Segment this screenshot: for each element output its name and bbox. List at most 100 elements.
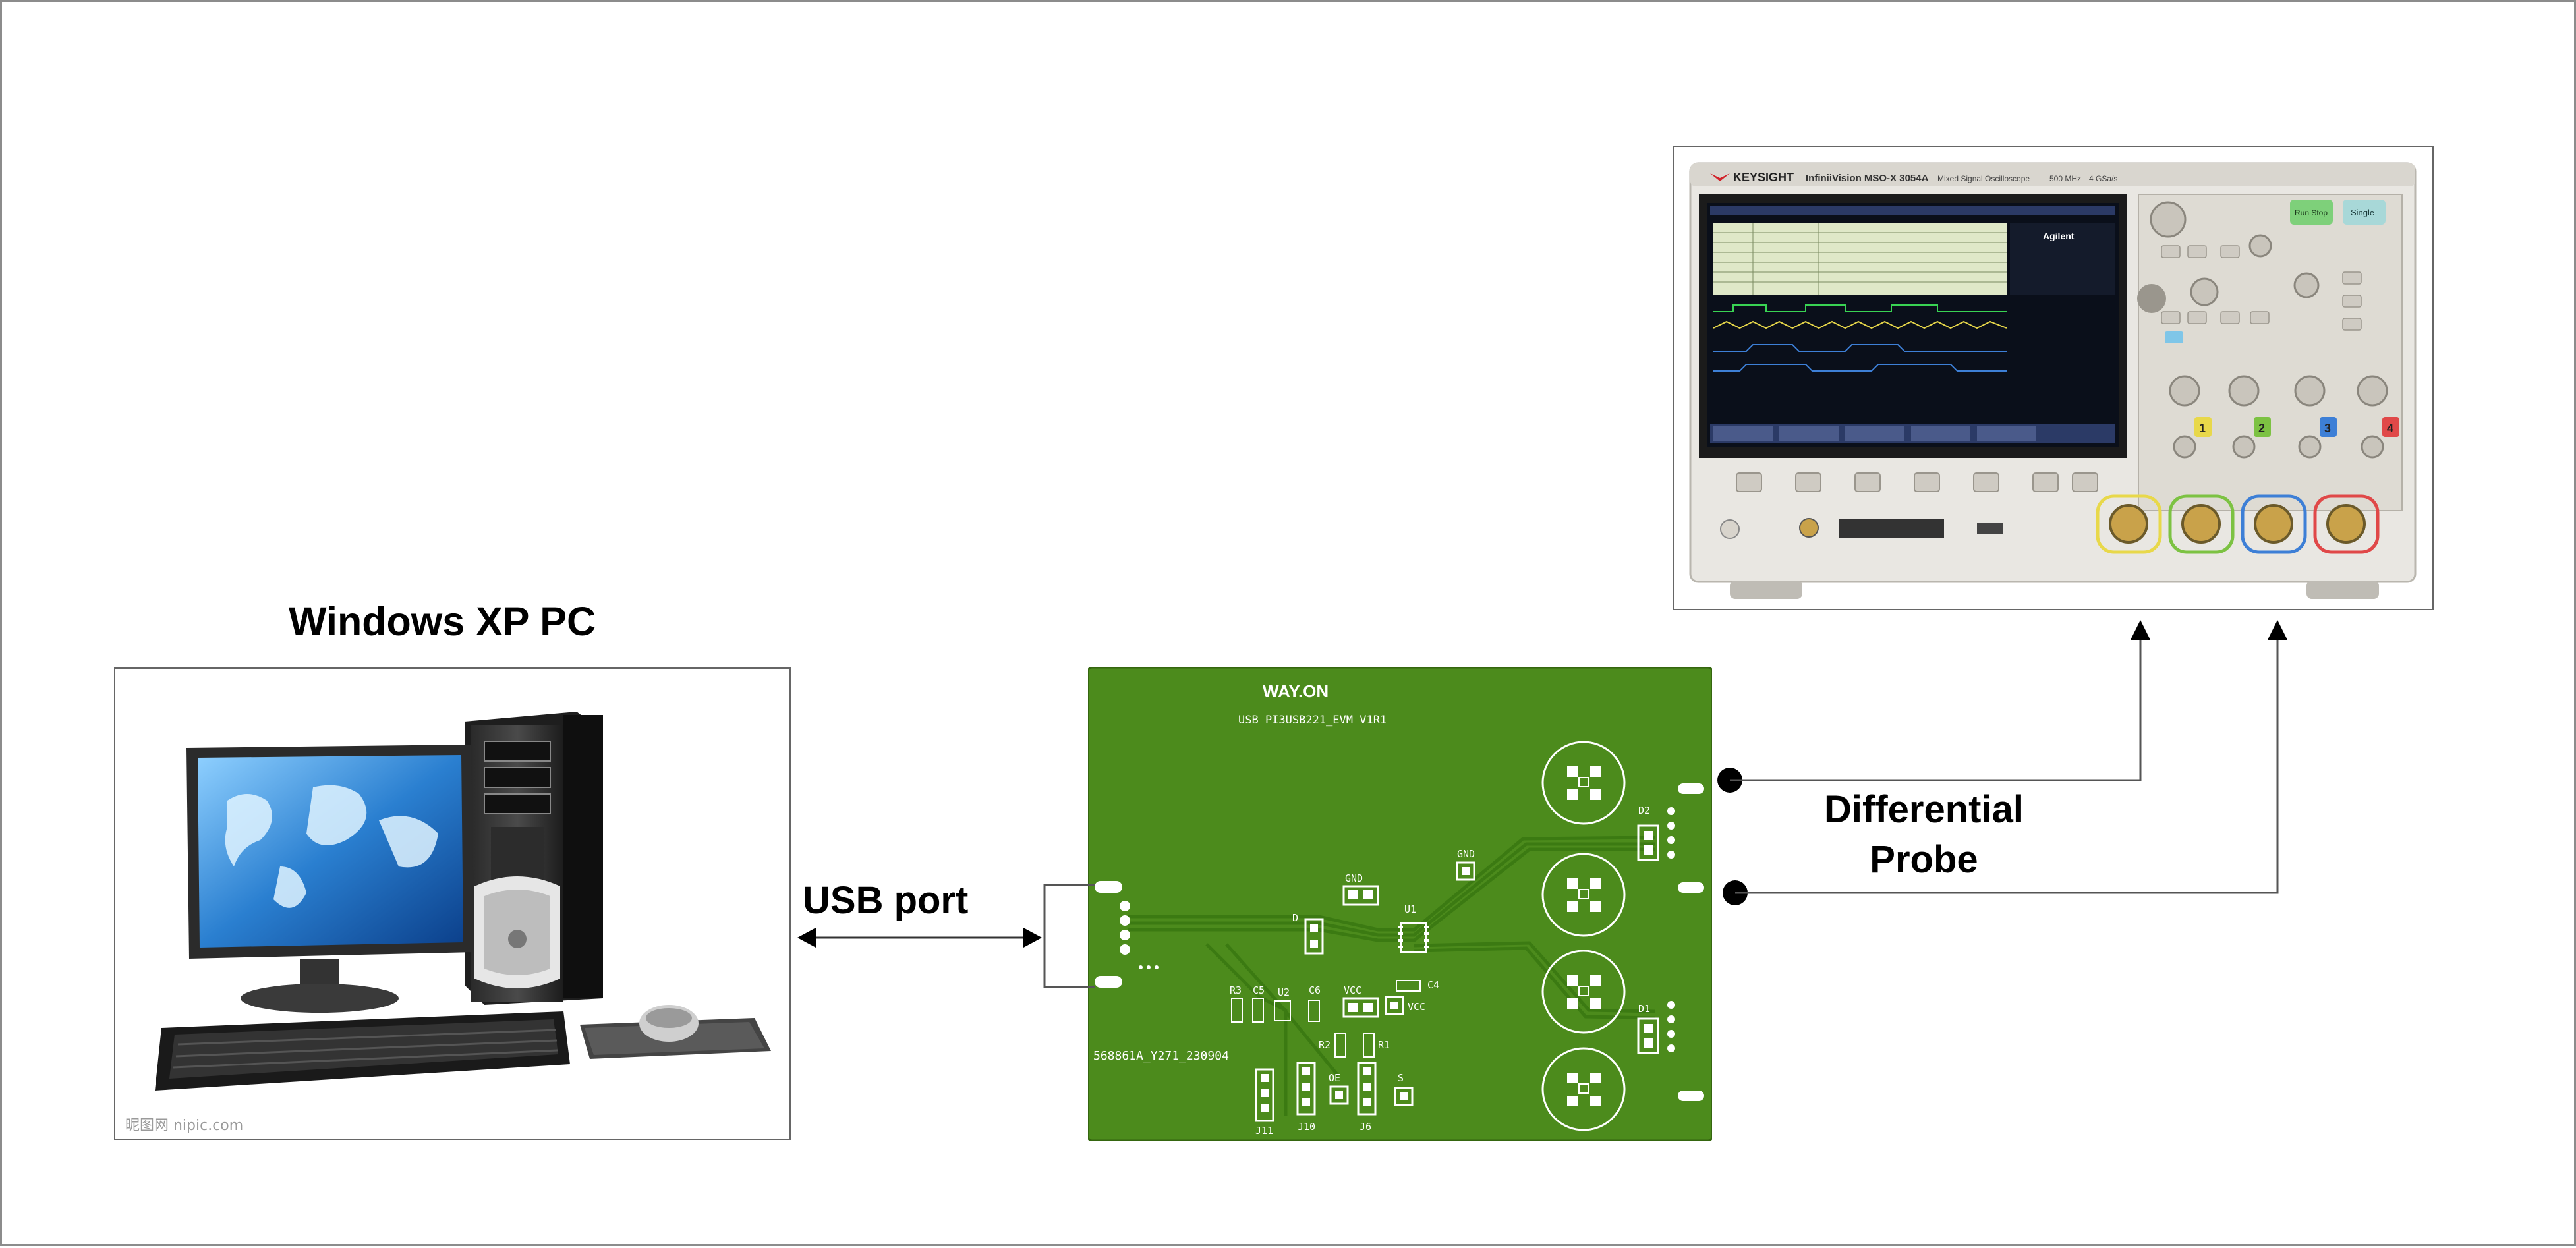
pc-label: Windows XP PC (289, 599, 596, 644)
usb-arrow-right-head (1023, 928, 1042, 948)
probe-line-1 (1730, 638, 2142, 781)
ref-r2: R2 (1319, 1039, 1331, 1051)
sma-pads (1567, 766, 1601, 1106)
channel-1-label: 1 (2199, 422, 2206, 435)
run-stop-label: Run Stop (2295, 208, 2328, 217)
channel-2-button[interactable] (2254, 417, 2271, 437)
ref-gnd-2: GND (1457, 848, 1475, 860)
usb-connector-pads (1095, 881, 1159, 988)
pc-keyboard (155, 1011, 570, 1091)
ref-gnd-1: GND (1345, 872, 1363, 884)
bnc-input-1[interactable] (2109, 504, 2148, 544)
scope-spec-rate: 4 GSa/s (2089, 174, 2117, 183)
oscilloscope-image-frame: KEYSIGHT InfiniiVision MSO-X 3054A Mixed… (1673, 146, 2434, 610)
position-knob-3[interactable] (2298, 435, 2322, 459)
vertical-knob-2[interactable] (2228, 375, 2260, 407)
channel-4-label: 4 (2387, 422, 2393, 435)
scope-screen-logo: Agilent (2043, 231, 2075, 241)
softkey-1[interactable] (1736, 472, 1762, 492)
ref-r1: R1 (1378, 1039, 1390, 1051)
jumper-j11 (1255, 1068, 1274, 1122)
probe-label-line-2: Probe (1870, 838, 1978, 881)
header-d1 (1637, 1001, 1675, 1054)
single-button[interactable] (2343, 200, 2386, 225)
intensity-knob[interactable] (2248, 234, 2272, 258)
position-knob-1[interactable] (2173, 435, 2196, 459)
channel-2-label: 2 (2258, 422, 2265, 435)
channel-3-button[interactable] (2320, 417, 2337, 437)
channel-4-button[interactable] (2382, 417, 2399, 437)
general-knob[interactable] (2137, 284, 2166, 313)
differential-probe-label: Differential Probe (1824, 785, 2024, 885)
softkey-4[interactable] (1914, 472, 1940, 492)
ref-vcc-2: VCC (1408, 1001, 1425, 1013)
front-slot (1839, 519, 1944, 538)
ref-j10: J10 (1298, 1121, 1315, 1133)
trigger-knob[interactable] (2190, 277, 2219, 306)
vertical-knob-3[interactable] (2294, 375, 2326, 407)
usb-slot (1977, 523, 2003, 534)
ref-oe: OE (1329, 1072, 1340, 1084)
pcb-logo: WAY.ON (1263, 681, 1329, 701)
bnc-input-2[interactable] (2181, 504, 2221, 544)
pc-image-frame: 昵图网 nipic.com (114, 667, 791, 1140)
pcb-part-number: 568861A_Y271_230904 (1093, 1049, 1229, 1063)
scope-model: InfiniiVision MSO-X 3054A (1806, 173, 1929, 184)
power-button[interactable] (1720, 519, 1740, 539)
jumper-j6 (1357, 1062, 1377, 1116)
run-stop-button[interactable] (2290, 200, 2333, 225)
front-connector (1799, 518, 1819, 538)
softkey-5[interactable] (1973, 472, 1999, 492)
ref-r3: R3 (1230, 984, 1242, 996)
pc-illustration: 昵图网 nipic.com (125, 712, 771, 1134)
ref-j6: J6 (1360, 1121, 1371, 1133)
ref-d: D (1292, 912, 1298, 924)
jumper-j10 (1296, 1062, 1316, 1116)
usb-port-label: USB port (803, 879, 969, 922)
ref-s: S (1398, 1072, 1404, 1084)
ref-c6: C6 (1309, 984, 1321, 996)
ref-c4: C4 (1427, 979, 1439, 991)
probe-arrow-head-2 (2268, 620, 2287, 640)
horizontal-knob[interactable] (2150, 201, 2187, 238)
scope-brand: KEYSIGHT (1733, 171, 1794, 184)
channel-3-label: 3 (2324, 422, 2331, 435)
pc-monitor (186, 745, 474, 1013)
pcb-title: USB PI3USB221_EVM V1R1 (1238, 714, 1387, 727)
right-edge-pads (1678, 783, 1704, 1101)
scope-spec-bw: 500 MHz (2049, 174, 2081, 183)
bnc-input-3[interactable] (2254, 504, 2293, 544)
ref-u1: U1 (1404, 903, 1416, 915)
ref-d1: D1 (1638, 1003, 1650, 1015)
keysight-logo-icon (1710, 173, 1730, 181)
pcb-traces (1128, 836, 1655, 1116)
bnc-input-4[interactable] (2326, 504, 2366, 544)
softkey-2[interactable] (1795, 472, 1821, 492)
scope-subtitle: Mixed Signal Oscilloscope (1937, 174, 2030, 183)
usb-arrow-left-head (797, 928, 816, 948)
single-label: Single (2351, 208, 2374, 217)
header-d2 (1637, 807, 1675, 861)
softkey-3[interactable] (1854, 472, 1881, 492)
ref-u2: U2 (1278, 986, 1290, 998)
position-knob-4[interactable] (2361, 435, 2384, 459)
channel-1-button[interactable] (2194, 417, 2212, 437)
pc-tower (465, 712, 603, 1005)
probe-line-2 (1735, 638, 2279, 894)
vertical-knob-1[interactable] (2169, 375, 2200, 407)
ref-d2: D2 (1638, 805, 1650, 816)
vertical-knob-4[interactable] (2357, 375, 2388, 407)
softkey-6[interactable] (2032, 472, 2059, 492)
ref-c5: C5 (1253, 984, 1265, 996)
pcb-board: WAY.ON USB PI3USB221_EVM V1R1 568861A_Y2… (1088, 667, 1712, 1141)
pc-mouse (580, 1005, 771, 1059)
probe-arrow-head-1 (2131, 620, 2150, 640)
ref-j11: J11 (1255, 1125, 1273, 1137)
sma-connectors (1541, 741, 1626, 1131)
position-knob-2[interactable] (2232, 435, 2256, 459)
probe-label-line-1: Differential (1824, 788, 2024, 831)
softkey-7[interactable] (2072, 472, 2098, 492)
cursor-knob[interactable] (2293, 272, 2320, 298)
